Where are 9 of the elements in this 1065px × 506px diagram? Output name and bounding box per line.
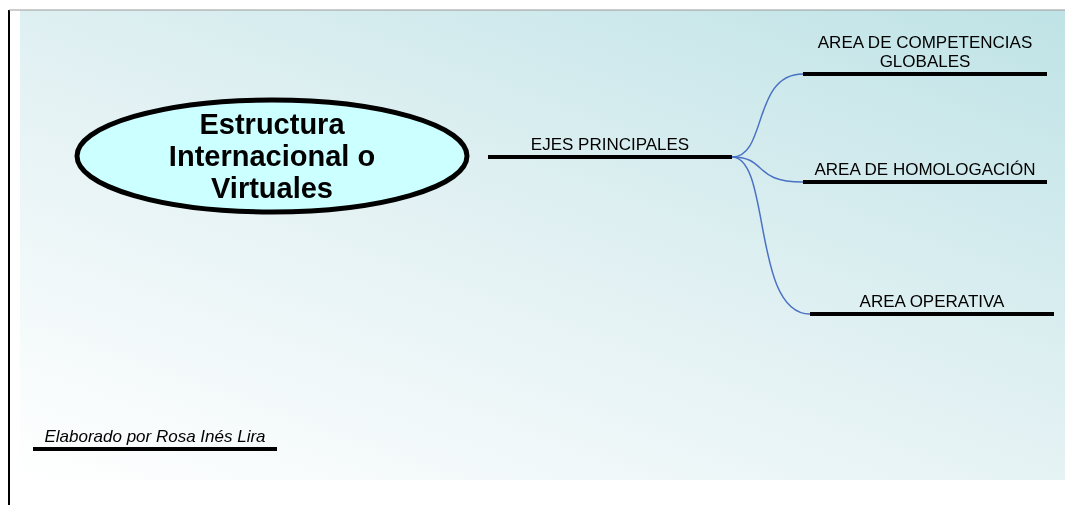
topic-label: EJES PRINCIPALES <box>530 135 690 155</box>
topic-label: AREA DE HOMOLOGACIÓN <box>814 160 1036 180</box>
connector-curve <box>731 156 804 183</box>
title-ellipse <box>74 97 470 215</box>
connector-curve <box>731 156 811 315</box>
topic-label: AREA OPERATIVA <box>859 292 1005 312</box>
topic-label: AREA DE COMPETENCIAS GLOBALES <box>816 33 1034 72</box>
author-note: Elaborado por Rosa Inés Lira <box>44 427 266 447</box>
title-text: Estructura Internacional o Virtuales <box>167 107 377 205</box>
